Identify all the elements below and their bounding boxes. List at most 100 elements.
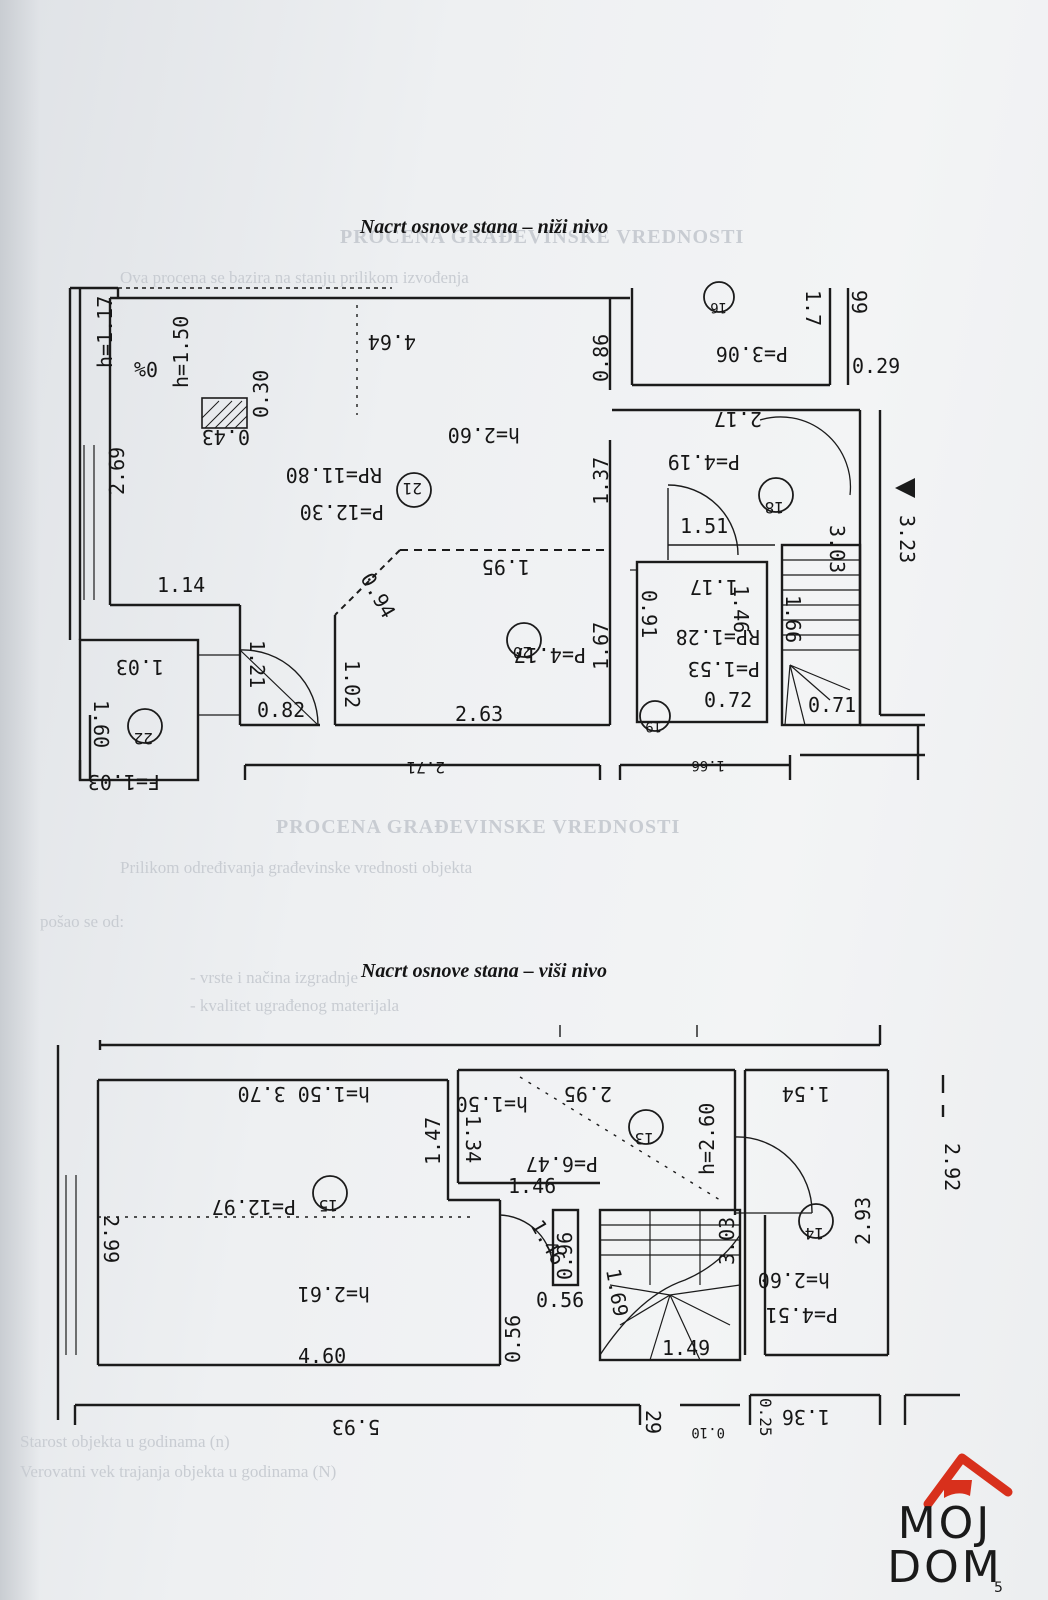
dim-label: 0.94 xyxy=(356,569,401,623)
dim-label: 3.03 xyxy=(715,1217,739,1265)
dim-label: 0.71 xyxy=(808,693,856,717)
dim-label: 2.17 xyxy=(714,407,762,431)
dim-label: 2.92 xyxy=(940,1143,964,1191)
logo-subscript: 5 xyxy=(994,1580,1003,1596)
dim-label: 0.29 xyxy=(852,354,900,378)
direction-arrow-icon xyxy=(895,478,915,498)
room-marker-13 xyxy=(628,1109,664,1145)
dim-label: 1.34 xyxy=(461,1115,485,1163)
area-label: P=3.06 xyxy=(716,342,788,366)
bleed-through-table-row: Verovatni vek trajanja objekta u godinam… xyxy=(20,1462,337,1481)
room-number: 18 xyxy=(765,498,784,517)
dim-label: 1.54 xyxy=(782,1082,830,1106)
room-marker-20 xyxy=(506,622,542,658)
dim-label: 2.69 xyxy=(105,447,129,495)
slope-label: 0% xyxy=(134,357,158,381)
dim-label: 0.72 xyxy=(704,688,752,712)
dim-label: 2.99 xyxy=(99,1215,123,1263)
dim-label: 0.82 xyxy=(257,698,305,722)
dim-label: 0.56 xyxy=(536,1288,584,1312)
dim-label: 4.64 xyxy=(368,330,416,354)
dim-label: 4.60 xyxy=(298,1344,346,1368)
dim-label: 1.47 xyxy=(421,1117,445,1165)
area-label: P=4.17 xyxy=(514,643,586,667)
dim-label: 1.14 xyxy=(157,573,205,597)
room-number: 20 xyxy=(513,643,532,662)
room-marker-22 xyxy=(127,708,163,744)
upper-level-plan-title: Nacrt osnove stana – viši nivo xyxy=(360,960,608,982)
dim-label: 1.67 xyxy=(589,622,613,670)
bleed-through-list-item: - kvalitet ugrađenog materijala xyxy=(190,996,400,1015)
room-number: 19 xyxy=(645,718,662,734)
room-number: 14 xyxy=(805,1224,824,1243)
dim-label: 1.51 xyxy=(680,514,728,538)
room-marker-21 xyxy=(396,472,432,508)
room-marker-19 xyxy=(639,700,671,732)
room-marker-15 xyxy=(312,1175,348,1211)
dim-label: 2.95 xyxy=(564,1082,612,1106)
height-label: h=2.60 xyxy=(758,1268,830,1292)
bleed-through-paragraph: pošao se od: xyxy=(40,912,125,931)
bleed-through-heading: PROCENA GRAĐEVINSKE VREDNOSTI xyxy=(340,226,745,248)
dim-label: 1.69 xyxy=(601,1267,633,1319)
dim-label: 99 xyxy=(847,290,871,314)
height-label: h=1.50 3.70 xyxy=(238,1082,370,1106)
dim-label: 0.91 xyxy=(637,590,661,638)
room-number: 22 xyxy=(134,729,153,748)
dim-label: 0.25 xyxy=(756,1398,775,1437)
height-label: h=2.61 xyxy=(298,1282,370,1306)
dim-label: 0.56 xyxy=(501,1315,525,1363)
dim-label: 2.63 xyxy=(455,702,503,726)
dim-label: 2.93 xyxy=(851,1197,875,1245)
dim-label: 1.49 xyxy=(662,1336,710,1360)
dim-label: 1.17 xyxy=(690,575,738,599)
dim-label: 1.66 xyxy=(781,595,805,643)
dim-label: 0.30 xyxy=(249,370,273,418)
dim-label: 0.43 xyxy=(202,425,250,449)
house-roof-icon xyxy=(923,1453,1013,1509)
room-number: 16 xyxy=(710,299,727,315)
dim-label: h=1.50 xyxy=(169,316,193,388)
area-label: P=4.19 xyxy=(668,450,740,474)
room-number: 15 xyxy=(319,1196,338,1215)
bleed-through-heading: PROCENA GRAĐEVINSKE VREDNOSTI xyxy=(276,816,681,838)
dim-label: 1.60 xyxy=(89,700,113,748)
dim-label: 1.03 xyxy=(116,655,164,679)
area-label: P=12.30 xyxy=(300,500,384,524)
room-number: 21 xyxy=(403,479,422,498)
dim-label: 2.71 xyxy=(406,758,445,777)
dim-label: 3.03 xyxy=(825,525,849,573)
bleed-through-paragraph: Ova procena se bazira na stanju prilikom… xyxy=(120,268,469,287)
logo-text-line-2: DOM xyxy=(887,1542,1003,1593)
logo-text-line-1: MOJ xyxy=(897,1498,993,1549)
dim-label: 1.46 xyxy=(729,585,753,633)
area-label: P=12.97 xyxy=(212,1195,296,1219)
height-label: h=2.60 xyxy=(695,1103,719,1175)
area-label: P=6.47 xyxy=(526,1152,598,1176)
dim-label: 1.66 xyxy=(691,757,725,773)
upper-level-floor-plan: h=1.50 3.70 1.47 15 P=12.97 2.99 h=2.61 … xyxy=(56,1025,964,1440)
lower-level-floor-plan: h=1.17 h=1.50 0% 0.30 0.43 2.69 4.64 0.8… xyxy=(68,281,925,794)
area-label: P=4.51 xyxy=(766,1303,838,1327)
dim-label: 0.86 xyxy=(589,334,613,382)
area-label: P=1.53 xyxy=(688,657,760,681)
dim-label: 1.7 xyxy=(801,290,825,326)
bleed-through-list-item: - vrste i načina izgradnje xyxy=(190,968,359,987)
room-marker-16 xyxy=(703,281,735,313)
room-marker-18 xyxy=(758,477,794,513)
dim-label: 1.37 xyxy=(589,457,613,505)
room-marker-14 xyxy=(798,1203,834,1239)
dim-label: 1.46 xyxy=(508,1174,556,1198)
dim-label: 1.02 xyxy=(340,660,364,708)
dim-label: 1.21 xyxy=(245,640,269,688)
lower-level-plan-title: Nacrt osnove stana – niži nivo xyxy=(359,216,609,238)
area-label: RP=11.80 xyxy=(286,463,382,487)
bleed-through-table-row: Starost objekta u godinama (n) xyxy=(20,1432,230,1451)
moj-dom-logo: MOJ DOM 5 xyxy=(870,1440,1020,1596)
page-edge-shadow xyxy=(0,0,40,1600)
dim-label: 1.36 xyxy=(782,1405,830,1429)
dim-label: F=1.03 xyxy=(88,770,160,794)
dim-label: 29 xyxy=(641,1410,665,1434)
dim-label: 5.93 xyxy=(332,1415,380,1439)
